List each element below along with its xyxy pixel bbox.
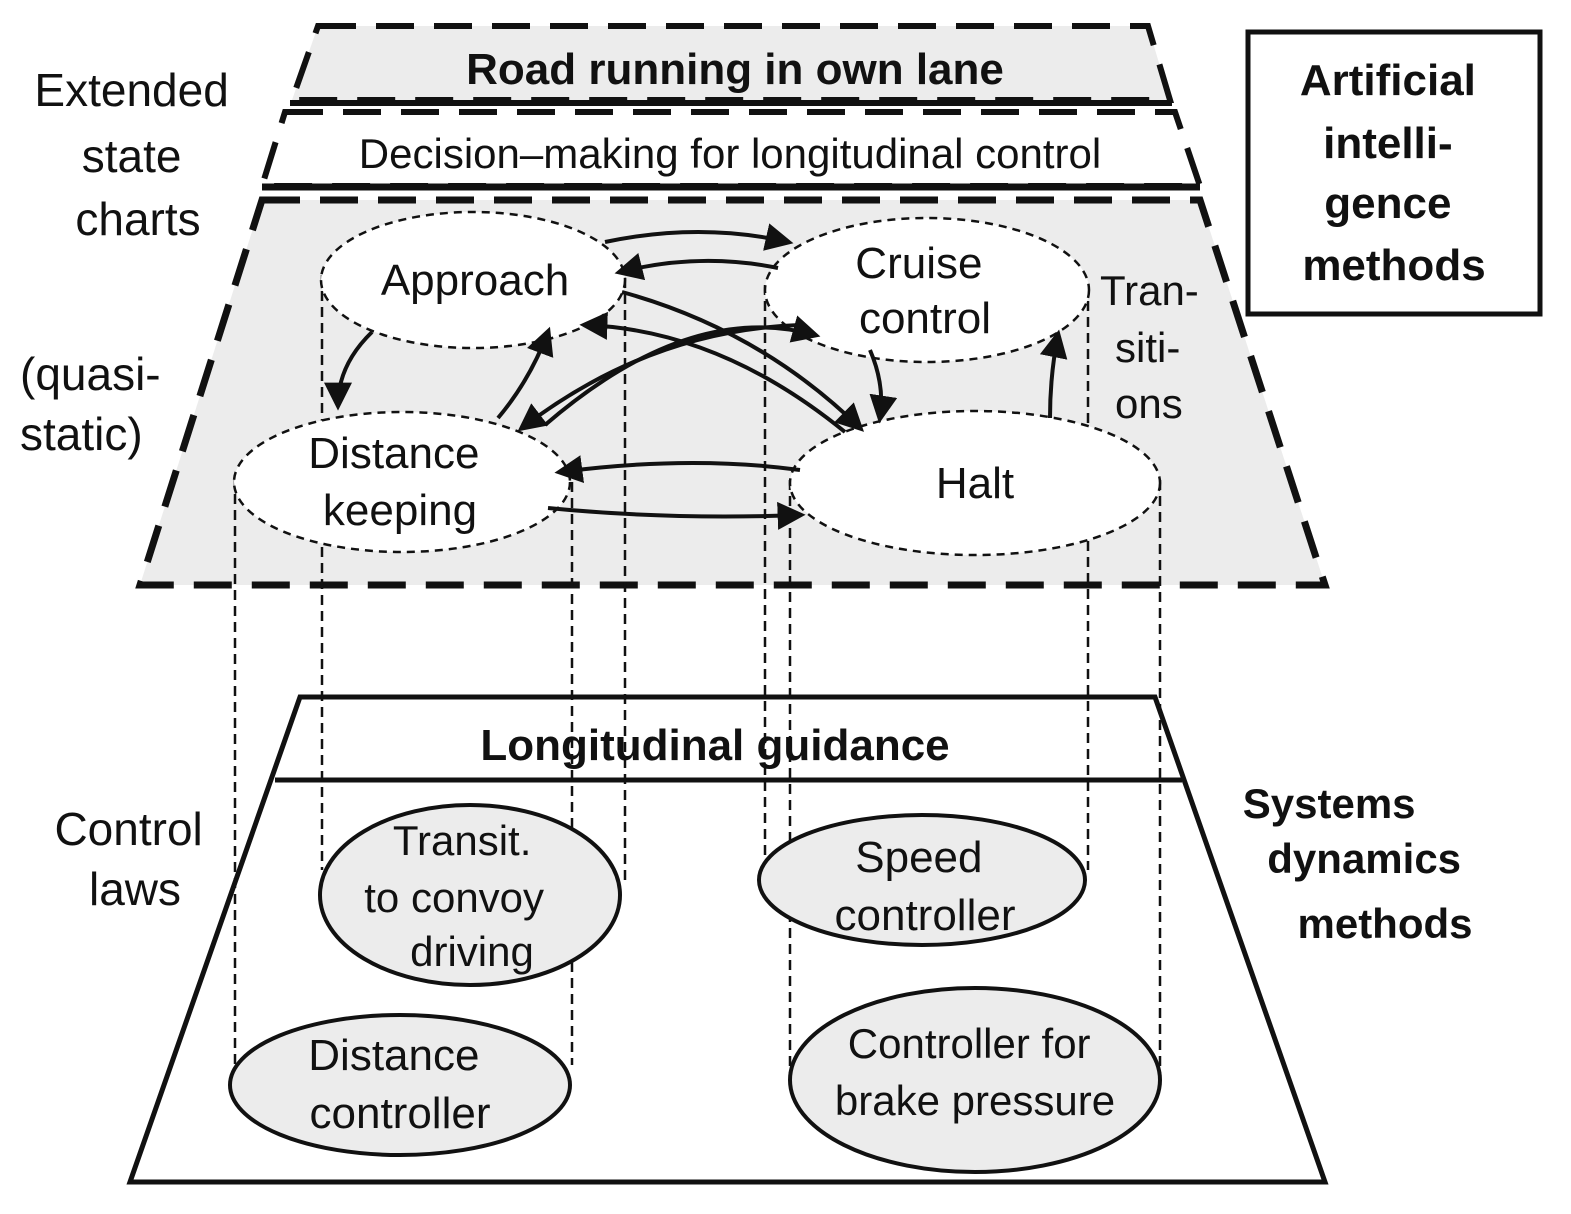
arrow-distance-to-halt [547,501,806,530]
road-band-label: Road running in own lane [466,45,1004,94]
approach-label: Approach [381,256,569,305]
longitudinal-guidance-label: Longitudinal guidance [480,721,949,770]
transit-controller [318,803,622,987]
speed-controller [757,813,1087,947]
arrow-distance-to-cruise [543,315,821,427]
decision-band-label: Decision–making for longitudinal control [359,130,1101,177]
vertical-connectors [233,275,1162,1080]
transit-label: Transit. to convoy driving [364,817,555,975]
brake-controller-label: Controller for brake pressure [835,1020,1115,1124]
arrow-cruise-to-halt [868,349,898,424]
arrow-approach-to-cruise [604,223,794,251]
arrow-approach-to-halt [621,290,865,432]
distance-keeping-label: Distance keeping [308,429,491,535]
speed-controller-label: Speed controller [835,833,1016,940]
controller-ellipses [228,803,1162,1174]
halt-state [788,409,1162,557]
quasi-static-label: (quasi- static) [20,348,173,460]
arrow-halt-to-approach [579,311,847,434]
arrow-halt-to-cruise [1039,329,1068,419]
arrow-cruise-to-approach [614,252,779,281]
halt-label: Halt [936,459,1014,508]
control-laws-label: Control laws [54,803,215,915]
transition-arrows [324,223,1068,530]
ai-methods-box [1245,29,1543,317]
arrow-distance-to-approach [496,326,554,420]
arrow-halt-to-distance [554,455,801,483]
state-ellipses [232,210,1162,557]
extended-label: Extended state charts [34,64,241,245]
cruise-state [763,216,1091,364]
brake-controller [788,986,1162,1174]
decision-band [257,109,1205,189]
transitions-label: Tran- siti- ons [1100,267,1210,427]
arrow-approach-to-distance [324,330,374,411]
ai-methods-label: Artificial intelli- gence methods [1300,56,1488,290]
systems-dynamics-label: Systems dynamics methods [1243,780,1473,947]
distance-controller [228,1013,572,1157]
cruise-control-label: Cruise control [855,239,994,343]
distance-controller-label: Distance controller [308,1031,491,1138]
